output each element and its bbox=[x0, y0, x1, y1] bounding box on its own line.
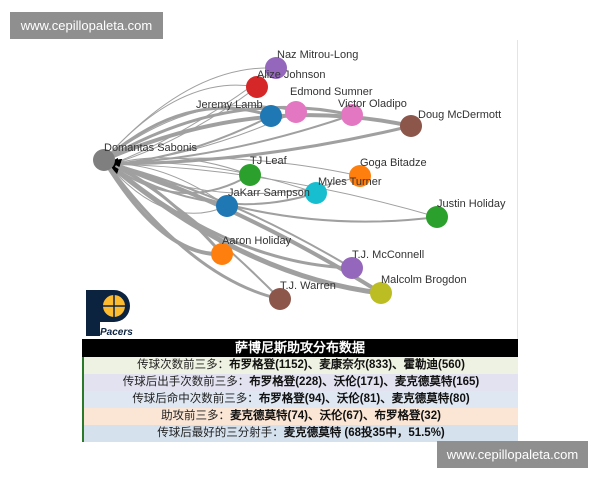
row-label: 传球次数前三多： bbox=[137, 359, 230, 371]
player-label: TJ Leaf bbox=[250, 155, 288, 167]
edge-in bbox=[110, 161, 317, 194]
edge-in bbox=[108, 162, 281, 300]
table-title: 萨博尼斯助攻分布数据 bbox=[82, 339, 518, 357]
table-row: 传球次数前三多：布罗格登(1152)、麦康奈尔(833)、霍勒迪(560) bbox=[82, 357, 518, 374]
watermark: www.cepillopaleta.com bbox=[437, 441, 588, 468]
table-row: 传球后命中次数前三多：布罗格登(94)、沃伦(81)、麦克德莫特(80) bbox=[82, 391, 518, 408]
player-node[interactable] bbox=[216, 195, 238, 217]
row-label: 传球后出手次数前三多： bbox=[122, 376, 250, 388]
table-row: 传球后最好的三分射手：麦克德莫特 (68投35中，51.5%) bbox=[82, 425, 518, 442]
player-node[interactable] bbox=[305, 182, 327, 204]
edge-out bbox=[102, 158, 382, 296]
edge-out bbox=[103, 84, 258, 161]
table-row: 传球后出手次数前三多：布罗格登(228)、沃伦(171)、麦克德莫特(165) bbox=[82, 374, 518, 391]
edge-in bbox=[110, 157, 361, 177]
row-value: 布罗格登(1152)、麦康奈尔(833)、霍勒迪(560) bbox=[229, 359, 465, 371]
row-value: 布罗格登(94)、沃伦(81)、麦克德莫特(80) bbox=[258, 393, 470, 405]
edge-out bbox=[102, 159, 281, 301]
edge-in bbox=[110, 86, 258, 166]
assist-stats-table: 萨博尼斯助攻分布数据 传球次数前三多：布罗格登(1152)、麦康奈尔(833)、… bbox=[82, 339, 518, 442]
player-label: Alize Johnson bbox=[257, 69, 326, 81]
player-label: Myles Turner bbox=[318, 176, 382, 188]
player-label: Justin Holiday bbox=[437, 198, 506, 210]
player-node[interactable] bbox=[265, 57, 287, 79]
row-label: 传球后命中次数前三多： bbox=[132, 393, 259, 405]
edge-out bbox=[103, 106, 272, 162]
divider bbox=[517, 40, 518, 340]
player-node[interactable] bbox=[341, 104, 363, 126]
player-node[interactable] bbox=[246, 76, 268, 98]
player-node[interactable] bbox=[269, 288, 291, 310]
table-row: 助攻前三多：麦克德莫特(74)、沃伦(67)、布罗格登(32) bbox=[82, 408, 518, 425]
row-value: 麦克德莫特 (68投35中，51.5%) bbox=[283, 427, 445, 439]
row-value: 麦克德莫特(74)、沃伦(67)、布罗格登(32) bbox=[230, 410, 441, 422]
row-label: 传球后最好的三分射手： bbox=[157, 427, 284, 439]
player-node[interactable] bbox=[239, 164, 261, 186]
player-node[interactable] bbox=[400, 115, 422, 137]
row-value: 布罗格登(228)、沃伦(171)、麦克德莫特(165) bbox=[249, 376, 480, 388]
edge-out bbox=[103, 105, 353, 162]
edge-out bbox=[103, 159, 438, 223]
player-label: Naz Mitrou-Long bbox=[277, 49, 358, 61]
player-label: JaKarr Sampson bbox=[228, 187, 310, 199]
row-label: 助攻前三多： bbox=[161, 410, 231, 422]
player-label: Jeremy Lamb bbox=[196, 99, 263, 111]
player-node[interactable] bbox=[93, 149, 115, 171]
player-node[interactable] bbox=[349, 165, 371, 187]
player-label: Edmond Sumner bbox=[290, 86, 373, 98]
logo-text: Pacers bbox=[100, 327, 133, 338]
player-node[interactable] bbox=[211, 243, 233, 265]
pacers-logo: Pacers bbox=[84, 288, 144, 338]
player-label: Aaron Holiday bbox=[222, 235, 292, 247]
player-node[interactable] bbox=[341, 257, 363, 279]
edge-in bbox=[108, 114, 353, 168]
player-label: Domantas Sabonis bbox=[104, 142, 197, 154]
player-node[interactable] bbox=[285, 101, 307, 123]
edge-in bbox=[110, 162, 438, 218]
player-node[interactable] bbox=[370, 282, 392, 304]
watermark: www.cepillopaleta.com bbox=[10, 12, 163, 39]
player-label: Victor Oladipo bbox=[338, 98, 407, 110]
player-label: Malcolm Brogdon bbox=[381, 274, 467, 286]
player-node[interactable] bbox=[426, 206, 448, 228]
edge-out bbox=[102, 158, 223, 257]
player-label: T.J. McConnell bbox=[352, 249, 424, 261]
player-label: T.J. Warren bbox=[280, 280, 336, 292]
edge-out bbox=[103, 113, 412, 162]
player-label: Doug McDermott bbox=[418, 109, 501, 121]
player-node[interactable] bbox=[260, 105, 282, 127]
player-label: Goga Bitadze bbox=[360, 157, 427, 169]
